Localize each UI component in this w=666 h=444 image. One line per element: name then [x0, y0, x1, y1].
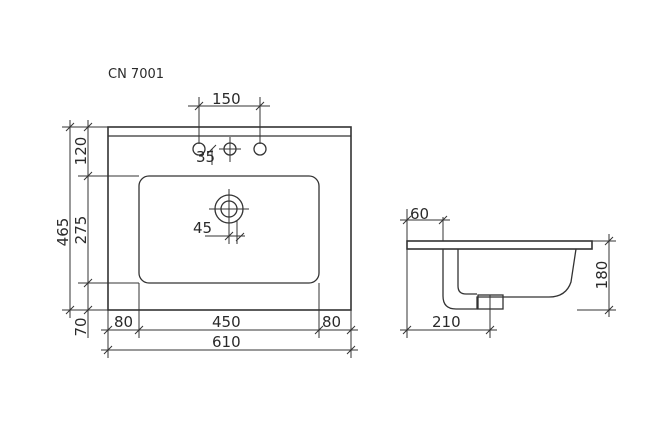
bowl-outline: [138, 175, 320, 284]
dim-label-drain-position: 210: [432, 313, 461, 331]
dim-label-total-depth: 465: [54, 218, 72, 247]
dim-faucet-offset: 35: [196, 144, 217, 166]
right-tap-hole: [253, 142, 267, 156]
dim-label-bowl-depth: 275: [72, 216, 90, 245]
dim-left-chain: 465 120 275 70: [54, 120, 139, 338]
dim-label-front-lip: 70: [72, 317, 90, 336]
side-view: 60 180 210: [400, 205, 616, 338]
dim-label-rim-depth: 60: [410, 205, 429, 223]
dim-drain-offset: 45: [193, 219, 245, 244]
dim-bowl-height: 180: [577, 234, 616, 317]
side-slab: [406, 240, 593, 250]
dim-faucet-spacing: 150: [188, 90, 270, 144]
dim-label-drain-offset: 45: [193, 219, 212, 237]
dim-label-bowl-width: 450: [212, 313, 241, 331]
top-view: 150 35 45: [54, 90, 358, 358]
dim-label-right-margin: 80: [322, 313, 341, 331]
dim-label-faucet-offset: 35: [196, 148, 215, 166]
side-bowl-inner: [457, 249, 477, 295]
dim-label-back-ledge: 120: [72, 137, 90, 166]
basin-outline: [107, 126, 352, 311]
dim-label-faucet-spacing: 150: [212, 90, 241, 108]
side-bowl-outer: [442, 248, 577, 310]
dim-rim-depth: 60: [400, 205, 450, 241]
dim-label-total-width: 610: [212, 333, 241, 351]
dim-label-bowl-height: 180: [593, 261, 611, 290]
dim-drain-position: 210: [400, 249, 497, 338]
model-title: CN 7001: [108, 67, 164, 82]
dim-bottom-chain: 80 450 80 610: [101, 283, 358, 358]
dim-label-left-margin: 80: [114, 313, 133, 331]
